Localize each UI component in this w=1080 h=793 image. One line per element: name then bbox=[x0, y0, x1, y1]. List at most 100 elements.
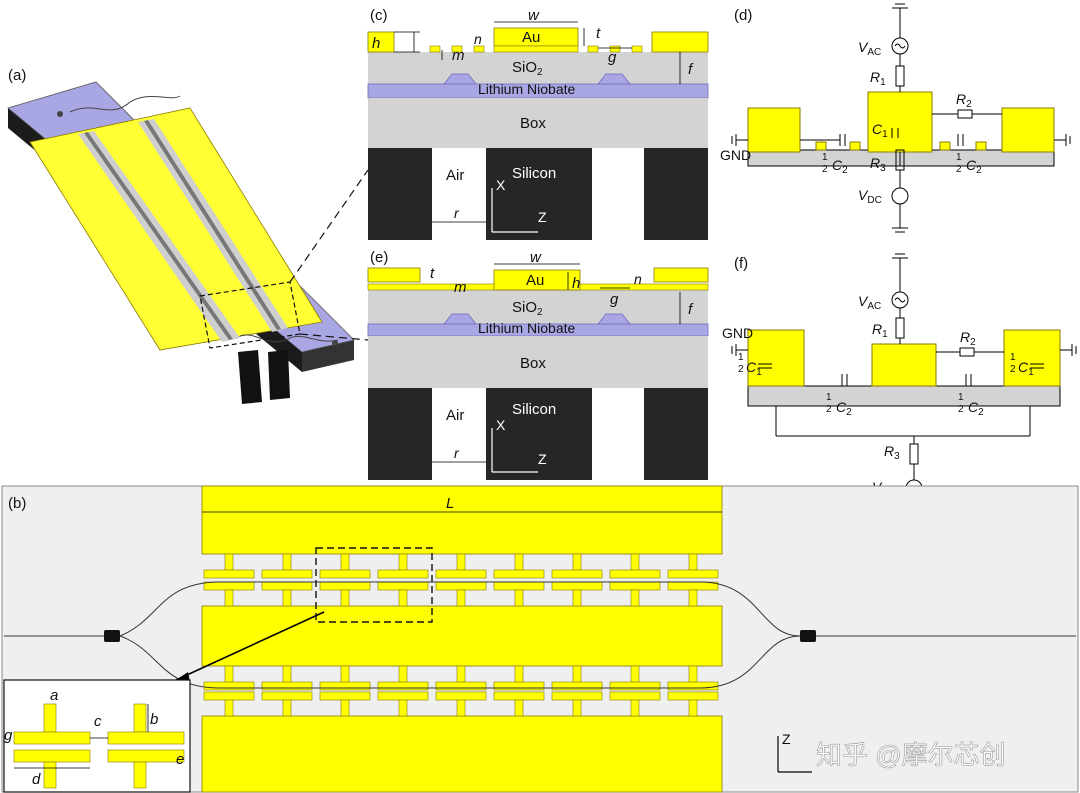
stub bbox=[224, 699, 234, 717]
stub bbox=[572, 665, 582, 683]
stub bbox=[688, 553, 698, 571]
air-label-c: Air bbox=[446, 167, 464, 184]
sio2-label-c: SiO2 bbox=[512, 59, 543, 78]
dim-n-e: n bbox=[634, 271, 642, 287]
stub bbox=[398, 553, 408, 571]
stub bbox=[456, 665, 466, 683]
half-den-f2: 2 bbox=[1010, 364, 1016, 375]
dim-g-e: g bbox=[610, 291, 619, 308]
z-axis-b: Z bbox=[782, 731, 791, 747]
panel-a-device-3d bbox=[7, 81, 369, 404]
box-label-c: Box bbox=[520, 115, 546, 132]
segment-bar bbox=[319, 691, 371, 701]
vac-label-d: VAC bbox=[858, 39, 881, 58]
dim-f-e: f bbox=[688, 301, 694, 318]
panel-e-cross-section bbox=[367, 263, 709, 480]
stub bbox=[572, 553, 582, 571]
stub bbox=[514, 553, 524, 571]
stub bbox=[572, 699, 582, 717]
segment-bar bbox=[435, 581, 487, 591]
segment-bar bbox=[261, 681, 313, 691]
segment-bar bbox=[493, 569, 545, 579]
air-label-e: Air bbox=[446, 407, 464, 424]
x-axis-c: X bbox=[496, 177, 506, 193]
half-num-d2: 1 bbox=[956, 152, 962, 163]
r2-label-f: R2 bbox=[960, 329, 976, 348]
half-num-f2: 1 bbox=[1010, 352, 1016, 363]
segment-bar bbox=[203, 691, 255, 701]
segment-bar bbox=[377, 681, 429, 691]
stub bbox=[630, 553, 640, 571]
stub bbox=[340, 589, 350, 607]
half-num-f4: 1 bbox=[958, 392, 964, 403]
dim-w-e: w bbox=[530, 249, 542, 266]
watermark: 知乎 @摩尔芯创 bbox=[816, 740, 1006, 770]
half-den-f4: 2 bbox=[958, 404, 964, 415]
stub bbox=[282, 699, 292, 717]
gnd-label-f: GND bbox=[722, 325, 753, 341]
segment-bar bbox=[377, 691, 429, 701]
c2-label-f2: C2 bbox=[968, 399, 984, 418]
stub bbox=[514, 589, 524, 607]
c1-label-d: C1 bbox=[872, 121, 888, 140]
segment-bar bbox=[667, 581, 719, 591]
segment-bar bbox=[609, 581, 661, 591]
dim-t-c: t bbox=[596, 25, 601, 42]
stub bbox=[398, 699, 408, 717]
panel-c-cross-section bbox=[367, 21, 709, 240]
segment-bar bbox=[551, 681, 603, 691]
panel-d-circuit bbox=[731, 3, 1071, 233]
panel-e-label: (e) bbox=[370, 249, 388, 266]
panel-f-label: (f) bbox=[734, 255, 748, 272]
silicon-label-c: Silicon bbox=[512, 165, 556, 182]
segment-bar bbox=[551, 569, 603, 579]
stub bbox=[572, 589, 582, 607]
vdc-label-d: VDC bbox=[858, 187, 882, 206]
r2-label-d: R2 bbox=[956, 91, 972, 110]
dim-r-c: r bbox=[454, 205, 460, 221]
dim-r-e: r bbox=[454, 445, 460, 461]
dim-f-c: f bbox=[688, 61, 694, 78]
silicon-label-e: Silicon bbox=[512, 401, 556, 418]
stub bbox=[688, 699, 698, 717]
stub bbox=[398, 665, 408, 683]
segment-bar bbox=[203, 569, 255, 579]
stub bbox=[688, 665, 698, 683]
stub bbox=[340, 665, 350, 683]
panel-c-label: (c) bbox=[370, 7, 388, 24]
dim-m-c: m bbox=[452, 47, 465, 64]
c1-label-f1: C1 bbox=[746, 359, 762, 378]
panel-d-label: (d) bbox=[734, 7, 752, 24]
segment-bar bbox=[493, 681, 545, 691]
dim-g-c: g bbox=[608, 49, 617, 66]
segment-bar bbox=[667, 569, 719, 579]
half-den-f1: 2 bbox=[738, 364, 744, 375]
dim-c: c bbox=[94, 713, 102, 730]
z-axis-c: Z bbox=[538, 209, 547, 225]
sio2-label-e: SiO2 bbox=[512, 299, 543, 318]
c2-label-d1: C2 bbox=[832, 157, 848, 176]
segment-bar bbox=[203, 581, 255, 591]
segment-bar bbox=[609, 569, 661, 579]
panel-b-top-view bbox=[1, 485, 1079, 793]
segment-bar bbox=[377, 581, 429, 591]
dim-a: a bbox=[50, 687, 58, 704]
half-den-d1: 2 bbox=[822, 164, 828, 175]
z-axis-e: Z bbox=[538, 451, 547, 467]
stub bbox=[282, 589, 292, 607]
dim-g-b: g bbox=[4, 727, 13, 744]
dim-m-e: m bbox=[454, 279, 467, 296]
segment-bar bbox=[609, 691, 661, 701]
x-axis-e: X bbox=[496, 417, 506, 433]
half-num-f3: 1 bbox=[826, 392, 832, 403]
segment-bar bbox=[435, 691, 487, 701]
box-label-e: Box bbox=[520, 355, 546, 372]
ln-label-c: Lithium Niobate bbox=[478, 81, 575, 97]
stub bbox=[340, 699, 350, 717]
stub bbox=[282, 553, 292, 571]
ln-label-e: Lithium Niobate bbox=[478, 320, 575, 336]
segment-bar bbox=[435, 569, 487, 579]
panel-a-label: (a) bbox=[8, 67, 26, 84]
dim-h-e: h bbox=[572, 275, 580, 292]
